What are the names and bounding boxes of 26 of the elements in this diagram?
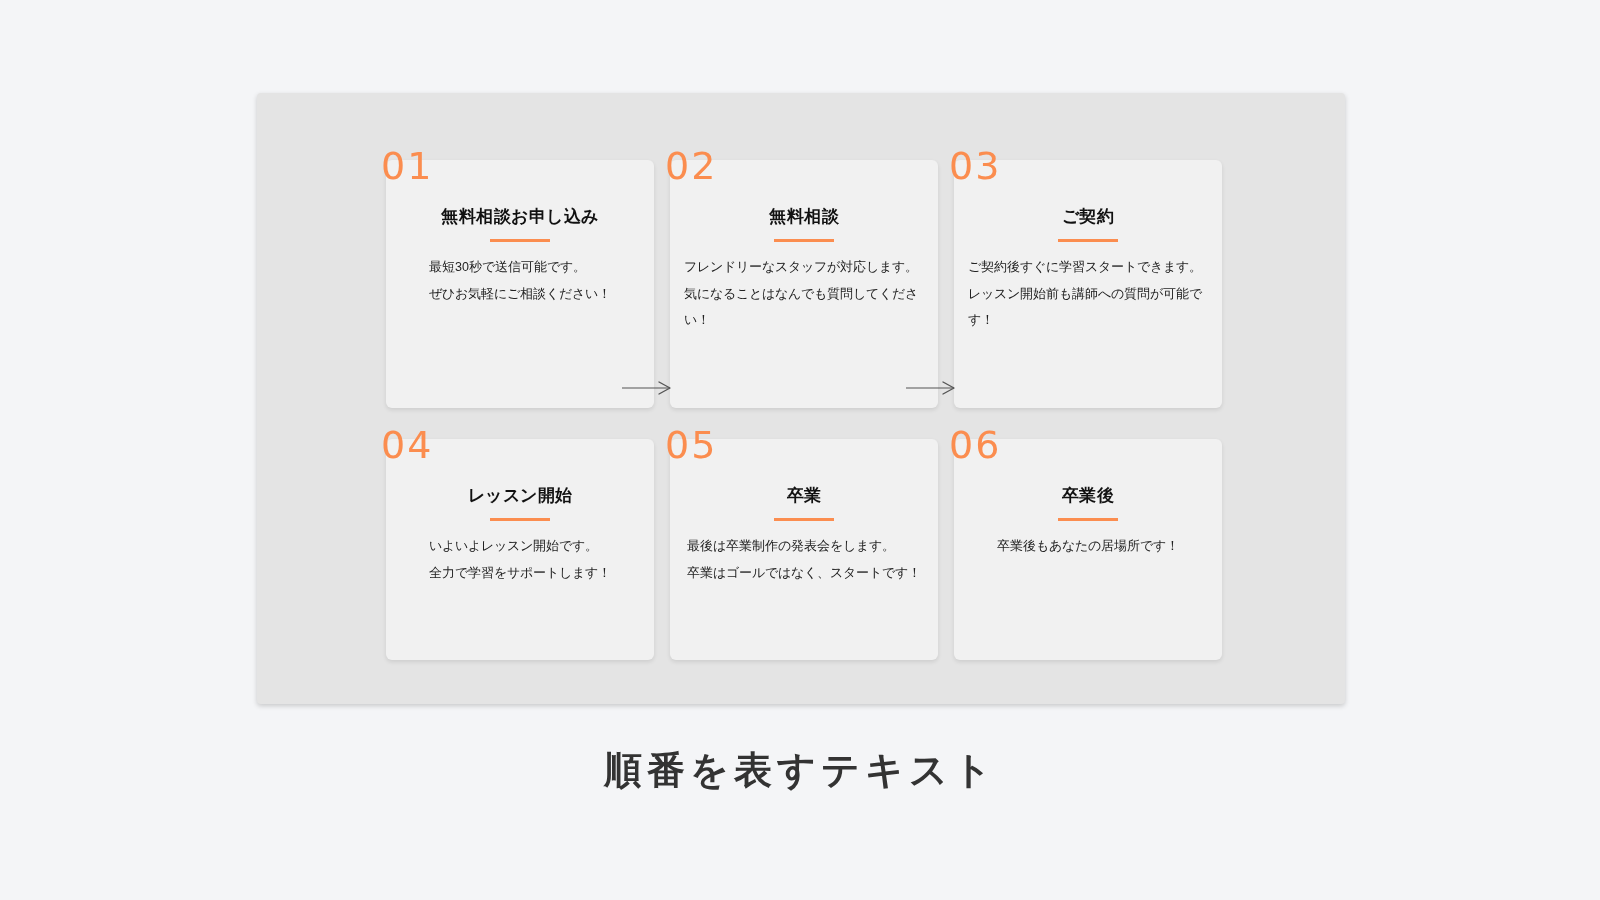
- step-number: 02: [665, 147, 718, 185]
- step-description: ご契約後すぐに学習スタートできます。: [968, 259, 1202, 276]
- step-description: レッスン開始前も講師への質問が可能です！: [968, 285, 1203, 329]
- step-description: 最短30秒で送信可能です。: [429, 259, 586, 276]
- arrow: [905, 381, 955, 395]
- step-title: 無料相談お申し込み: [441, 206, 599, 227]
- step-description: 最後は卒業制作の発表会をします。: [687, 538, 895, 555]
- step-description: 気になることはなんでも質問してください！: [684, 285, 919, 329]
- step-number: 04: [381, 426, 434, 464]
- arrow: [621, 381, 671, 395]
- step-description: フレンドリーなスタッフが対応します。: [684, 259, 918, 276]
- step-title: レッスン開始: [467, 485, 573, 506]
- step-title: ご契約: [1061, 206, 1115, 227]
- step-description: ぜひお気軽にご相談ください！: [429, 285, 611, 303]
- step-title: 卒業: [786, 485, 822, 506]
- step-description: いよいよレッスン開始です。: [429, 538, 598, 555]
- step-number: 06: [949, 426, 1002, 464]
- step-description: 卒業後もあなたの居場所です！: [997, 538, 1179, 555]
- step-description: 全力で学習をサポートします！: [429, 564, 611, 582]
- step-title: 卒業後: [1061, 485, 1115, 506]
- step-description: 卒業はゴールではなく、スタートです！: [687, 564, 921, 582]
- step-number: 05: [665, 426, 718, 464]
- step-title: 無料相談: [769, 206, 839, 227]
- step-number: 01: [381, 147, 434, 185]
- step-number: 03: [949, 147, 1002, 185]
- caption: 順番を表すテキスト: [603, 748, 997, 793]
